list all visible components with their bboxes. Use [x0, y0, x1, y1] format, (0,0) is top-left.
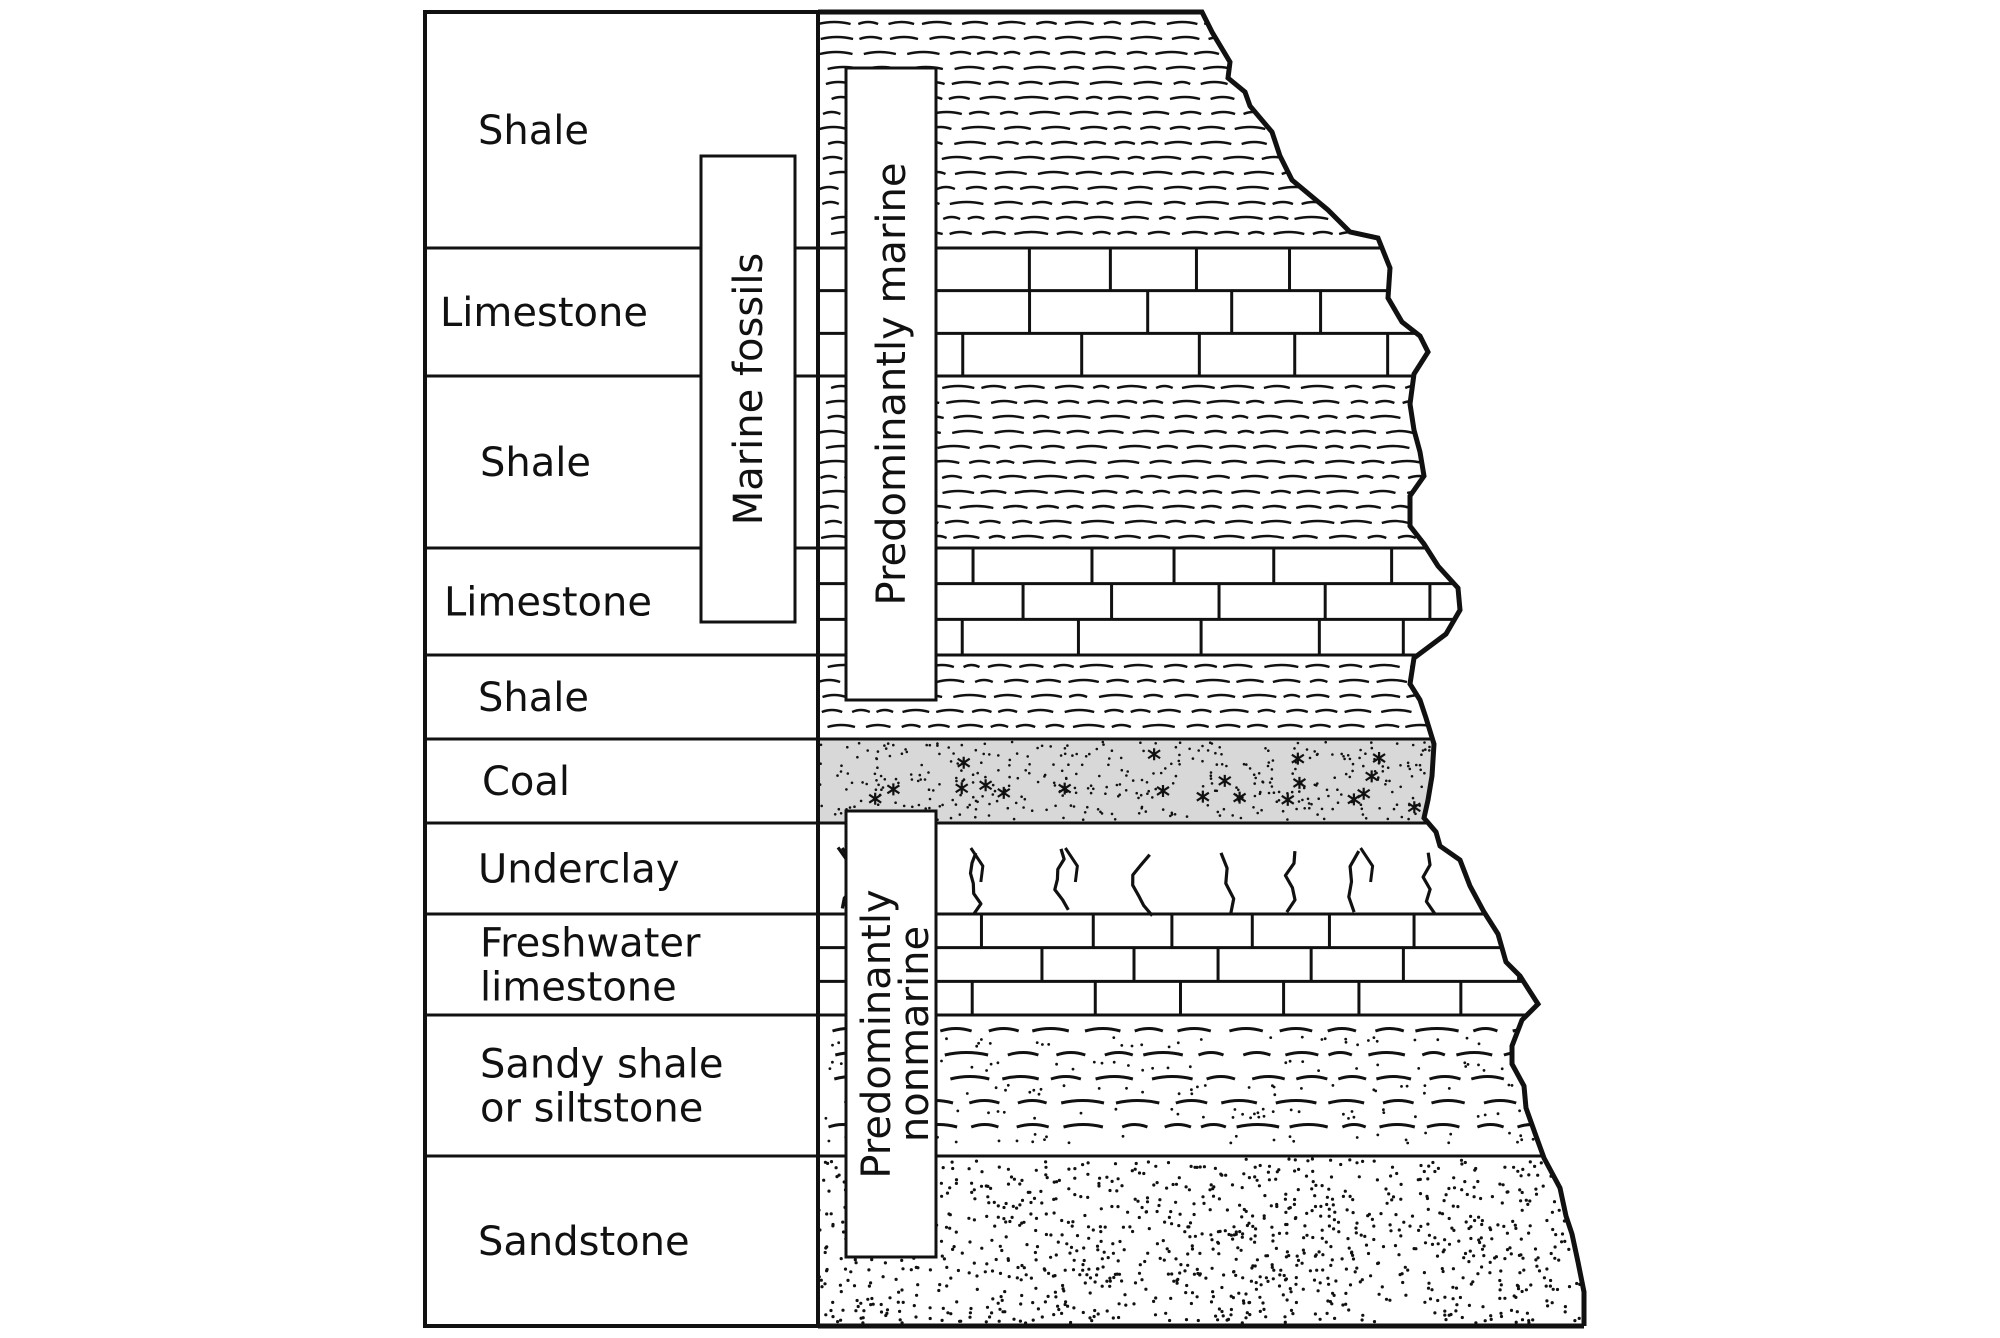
layer-label-9: Sandy shale — [480, 1042, 723, 1088]
layer-label-9: or siltstone — [480, 1086, 703, 1132]
layer-labels: ShaleLimestoneShaleLimestoneShaleCoalUnd… — [440, 108, 723, 1265]
layer-label-1: Shale — [478, 108, 589, 154]
layer-label-7: Underclay — [478, 847, 679, 893]
layer-label-3: Shale — [480, 440, 591, 486]
rock-patterns — [818, 20, 1584, 1325]
layer-label-5: Shale — [478, 675, 589, 721]
label-column-frame — [423, 10, 820, 1328]
cliff-edge-outline — [818, 9, 1587, 1326]
layer-label-6: Coal — [482, 759, 570, 805]
layer-boundaries — [425, 246, 1584, 1158]
layer-label-10: Sandstone — [478, 1219, 690, 1265]
layer-label-8: Freshwater — [480, 921, 701, 967]
marine-fossils-box — [699, 154, 797, 624]
layer-5-shale-pattern — [818, 663, 1584, 729]
layer-7-underclay-root-traces — [836, 842, 1584, 917]
layer-8-freshwater-limestone-pattern — [818, 914, 1584, 1015]
predominantly-marine-box — [844, 66, 938, 702]
predominantly-marine-label: Predominantly marine — [869, 163, 915, 606]
layer-label-4: Limestone — [444, 580, 652, 626]
layer-9-sandy-shale-pattern — [824, 1027, 1584, 1145]
marine-fossils-label: Marine fossils — [726, 253, 772, 526]
layer-3-shale-pattern — [818, 384, 1584, 540]
layer-label-8: limestone — [480, 965, 677, 1011]
layer-label-2: Limestone — [440, 290, 648, 336]
predominantly-nonmarine-label-line1: Predominantly — [854, 889, 900, 1178]
predominantly-nonmarine-box — [844, 809, 938, 1259]
predominantly-nonmarine-label-line2: nonmarine — [892, 926, 938, 1142]
